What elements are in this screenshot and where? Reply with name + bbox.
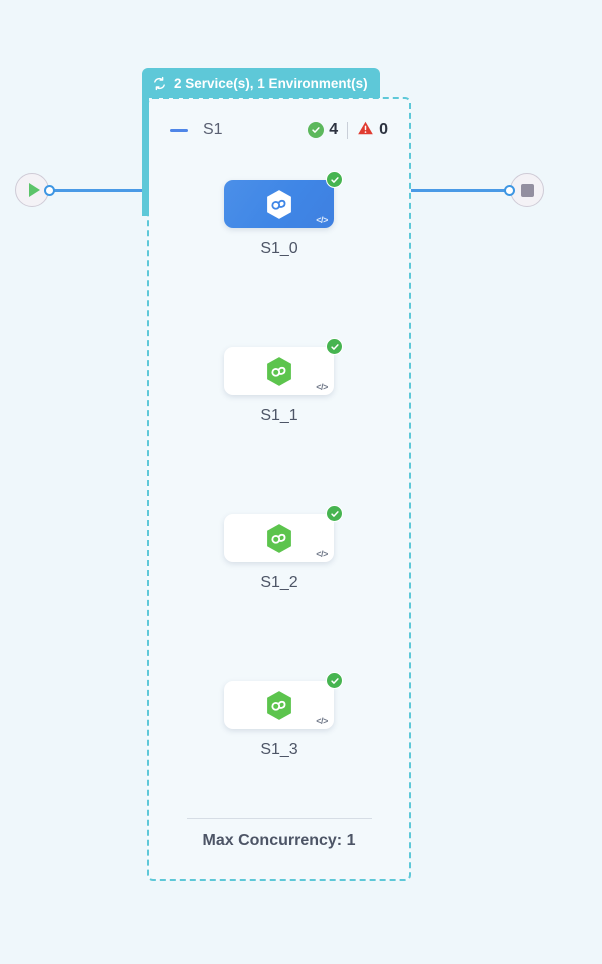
node-label: S1_1 [260,407,298,424]
node-card[interactable]: </> [224,672,343,729]
node-label: S1_0 [260,240,298,257]
start-output-port[interactable] [44,185,55,196]
node-s1-2[interactable]: </> S1_2 [224,505,343,592]
hexagon-link-icon [267,189,291,219]
code-icon[interactable]: </> [316,215,328,225]
group-name-label: S1 [203,121,223,138]
node-card[interactable]: </> [224,505,343,562]
group-header-badge[interactable]: 2 Service(s), 1 Environment(s) [142,68,380,98]
status-error-count: 0 [379,121,388,138]
group-left-spine [142,98,149,216]
node-s1-3[interactable]: </> S1_3 [224,672,343,759]
hexagon-link-icon [267,356,291,386]
start-node[interactable] [15,173,49,207]
status-divider [347,121,349,139]
hexagon-link-icon [267,523,291,553]
code-icon[interactable]: </> [316,382,328,392]
group-status-cluster: 4 0 [308,120,388,141]
stop-icon [520,183,534,197]
node-card[interactable]: </> [224,338,343,395]
node-s1-0[interactable]: </> S1_0 [224,171,343,258]
end-input-port[interactable] [504,185,515,196]
group-header-label: 2 Service(s), 1 Environment(s) [174,75,368,91]
edge-group-to-end [411,189,506,192]
edge-start-to-group [50,189,147,192]
status-error: 0 [357,120,388,141]
check-circle-icon [326,338,343,355]
end-node[interactable] [510,173,544,207]
warning-triangle-icon [357,120,374,141]
check-circle-icon [308,122,325,138]
group-title-row: S1 4 0 [170,118,388,142]
check-circle-icon [326,171,343,188]
play-icon [28,183,40,197]
sync-icon [152,76,167,91]
status-success: 4 [308,121,338,139]
node-label: S1_3 [260,741,298,758]
code-icon[interactable]: </> [316,716,328,726]
node-card[interactable]: </> [224,171,343,228]
minus-icon[interactable] [170,128,188,132]
node-s1-1[interactable]: </> S1_1 [224,338,343,425]
node-label: S1_2 [260,574,298,591]
code-icon[interactable]: </> [316,549,328,559]
hexagon-link-icon [267,690,291,720]
check-circle-icon [326,505,343,522]
max-concurrency-label: Max Concurrency: 1 [202,832,356,849]
check-circle-icon [326,672,343,689]
group-footer-divider [187,818,372,819]
status-success-count: 4 [329,121,339,138]
